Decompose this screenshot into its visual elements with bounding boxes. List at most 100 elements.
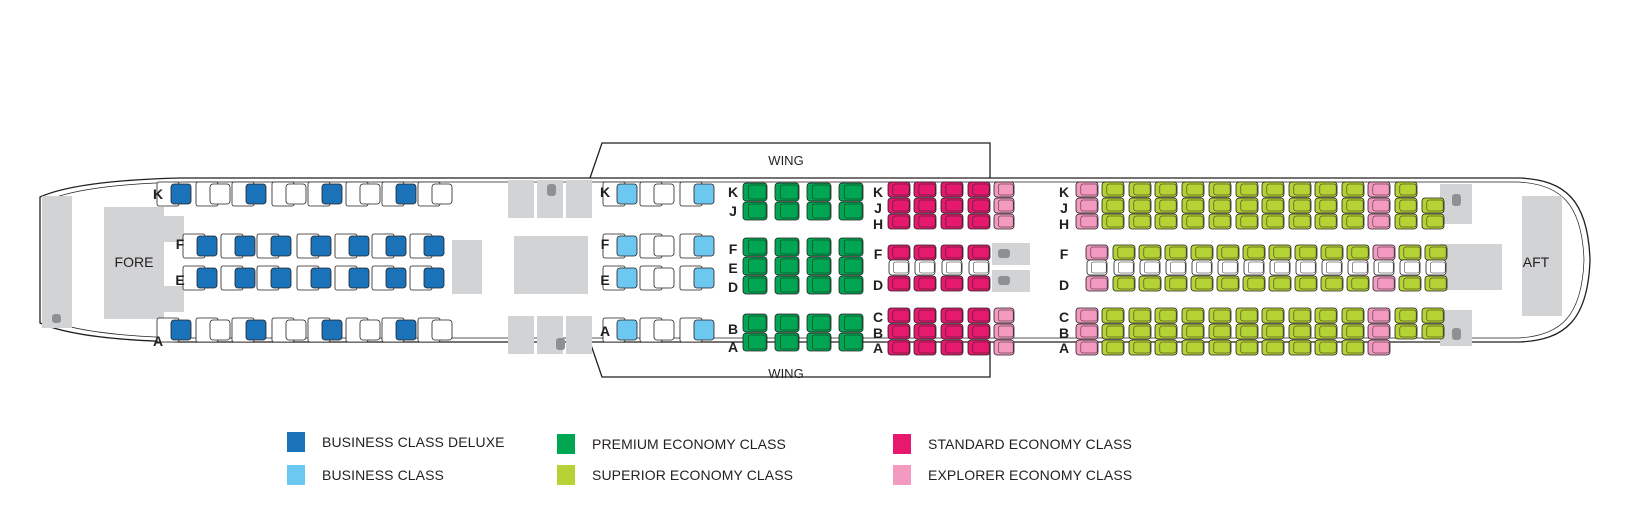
seat-superior[interactable] xyxy=(1394,181,1418,198)
seat-explorer[interactable] xyxy=(993,197,1015,214)
seat-superior[interactable] xyxy=(1154,213,1178,230)
seat-business-deluxe-a[interactable] xyxy=(381,317,417,343)
seat-superior[interactable] xyxy=(1394,197,1418,214)
seat-superior[interactable] xyxy=(1341,181,1365,198)
seat-business-f[interactable] xyxy=(602,233,638,259)
seat-standard-top[interactable] xyxy=(913,197,937,214)
seat-business-deluxe-k[interactable] xyxy=(231,181,267,207)
seat-business-k[interactable] xyxy=(602,181,638,207)
seat-explorer[interactable] xyxy=(993,339,1015,356)
seat-premium-bottom[interactable] xyxy=(838,313,864,333)
seat-premium-mid[interactable] xyxy=(838,256,864,276)
seat-superior[interactable] xyxy=(1288,339,1312,356)
seat-superior[interactable] xyxy=(1314,307,1338,324)
seat-premium-mid[interactable] xyxy=(838,275,864,295)
seat-superior[interactable] xyxy=(1242,244,1266,261)
seat-blocked[interactable] xyxy=(1347,259,1369,276)
seat-superior[interactable] xyxy=(1288,323,1312,340)
seat-standard-top[interactable] xyxy=(887,197,911,214)
seat-superior[interactable] xyxy=(1235,339,1259,356)
seat-business-deluxe-f[interactable] xyxy=(296,233,332,259)
seat-superior[interactable] xyxy=(1268,275,1292,292)
seat-business-deluxe-e[interactable] xyxy=(334,265,370,291)
seat-superior[interactable] xyxy=(1154,307,1178,324)
seat-superior[interactable] xyxy=(1112,244,1136,261)
seat-standard-top[interactable] xyxy=(940,181,964,198)
seat-business-deluxe-e[interactable] xyxy=(220,265,256,291)
seat-superior[interactable] xyxy=(1235,323,1259,340)
seat-premium-bottom[interactable] xyxy=(774,313,800,333)
seat-explorer[interactable] xyxy=(1367,197,1391,214)
seat-superior[interactable] xyxy=(1128,323,1152,340)
seat-business-deluxe-f[interactable] xyxy=(182,233,218,259)
seat-superior[interactable] xyxy=(1242,275,1266,292)
seat-explorer[interactable] xyxy=(1372,275,1396,292)
seat-superior[interactable] xyxy=(1268,244,1292,261)
seat-premium-top[interactable] xyxy=(806,182,832,202)
seat-business-deluxe-k[interactable] xyxy=(381,181,417,207)
seat-blocked[interactable] xyxy=(1165,259,1187,276)
seat-business-deluxe-e[interactable] xyxy=(256,265,292,291)
seat-blocked[interactable] xyxy=(1399,259,1421,276)
seat-standard-bottom[interactable] xyxy=(940,307,964,324)
seat-superior[interactable] xyxy=(1261,323,1285,340)
seat-superior[interactable] xyxy=(1216,275,1240,292)
seat-standard-top[interactable] xyxy=(887,213,911,230)
seat-standard-mid[interactable] xyxy=(940,275,964,292)
seat-standard-mid[interactable] xyxy=(967,275,991,292)
seat-premium-bottom[interactable] xyxy=(774,332,800,352)
seat-blocked[interactable] xyxy=(1373,259,1395,276)
seat-blocked[interactable] xyxy=(1425,259,1447,276)
seat-standard-bottom[interactable] xyxy=(967,339,991,356)
seat-standard-mid[interactable] xyxy=(887,275,911,292)
seat-premium-mid[interactable] xyxy=(806,256,832,276)
seat-superior[interactable] xyxy=(1181,323,1205,340)
seat-superior[interactable] xyxy=(1314,213,1338,230)
seat-superior[interactable] xyxy=(1138,244,1162,261)
seat-standard-mid[interactable] xyxy=(887,244,911,261)
seat-premium-bottom[interactable] xyxy=(742,313,768,333)
seat-superior[interactable] xyxy=(1101,339,1125,356)
seat-superior[interactable] xyxy=(1341,307,1365,324)
seat-business-f[interactable] xyxy=(639,233,675,259)
seat-standard-blocked[interactable] xyxy=(914,259,936,276)
seat-superior[interactable] xyxy=(1421,197,1445,214)
seat-blocked[interactable] xyxy=(1269,259,1291,276)
seat-superior[interactable] xyxy=(1164,244,1188,261)
seat-business-deluxe-a[interactable] xyxy=(156,317,192,343)
seat-superior[interactable] xyxy=(1424,275,1448,292)
seat-blocked[interactable] xyxy=(1243,259,1265,276)
seat-premium-mid[interactable] xyxy=(806,237,832,257)
seat-business-a[interactable] xyxy=(639,317,675,343)
seat-standard-bottom[interactable] xyxy=(913,307,937,324)
seat-explorer[interactable] xyxy=(1075,213,1099,230)
seat-superior[interactable] xyxy=(1208,307,1232,324)
seat-blocked[interactable] xyxy=(1191,259,1213,276)
seat-superior[interactable] xyxy=(1208,323,1232,340)
seat-premium-bottom[interactable] xyxy=(806,332,832,352)
seat-explorer[interactable] xyxy=(1075,307,1099,324)
seat-business-deluxe-f[interactable] xyxy=(409,233,445,259)
seat-superior[interactable] xyxy=(1138,275,1162,292)
seat-superior[interactable] xyxy=(1235,197,1259,214)
seat-standard-bottom[interactable] xyxy=(887,307,911,324)
seat-superior[interactable] xyxy=(1154,339,1178,356)
seat-business-a[interactable] xyxy=(679,317,715,343)
seat-standard-top[interactable] xyxy=(967,197,991,214)
seat-standard-mid[interactable] xyxy=(967,244,991,261)
seat-superior[interactable] xyxy=(1181,181,1205,198)
seat-superior[interactable] xyxy=(1314,181,1338,198)
seat-business-deluxe-k[interactable] xyxy=(345,181,381,207)
seat-premium-top[interactable] xyxy=(774,182,800,202)
seat-standard-blocked[interactable] xyxy=(968,259,990,276)
seat-explorer[interactable] xyxy=(1367,213,1391,230)
seat-business-f[interactable] xyxy=(679,233,715,259)
seat-standard-mid[interactable] xyxy=(940,244,964,261)
seat-superior[interactable] xyxy=(1101,213,1125,230)
seat-standard-top[interactable] xyxy=(913,213,937,230)
seat-business-deluxe-f[interactable] xyxy=(220,233,256,259)
seat-superior[interactable] xyxy=(1421,323,1445,340)
seat-superior[interactable] xyxy=(1314,339,1338,356)
seat-blocked[interactable] xyxy=(1139,259,1161,276)
seat-superior[interactable] xyxy=(1128,307,1152,324)
